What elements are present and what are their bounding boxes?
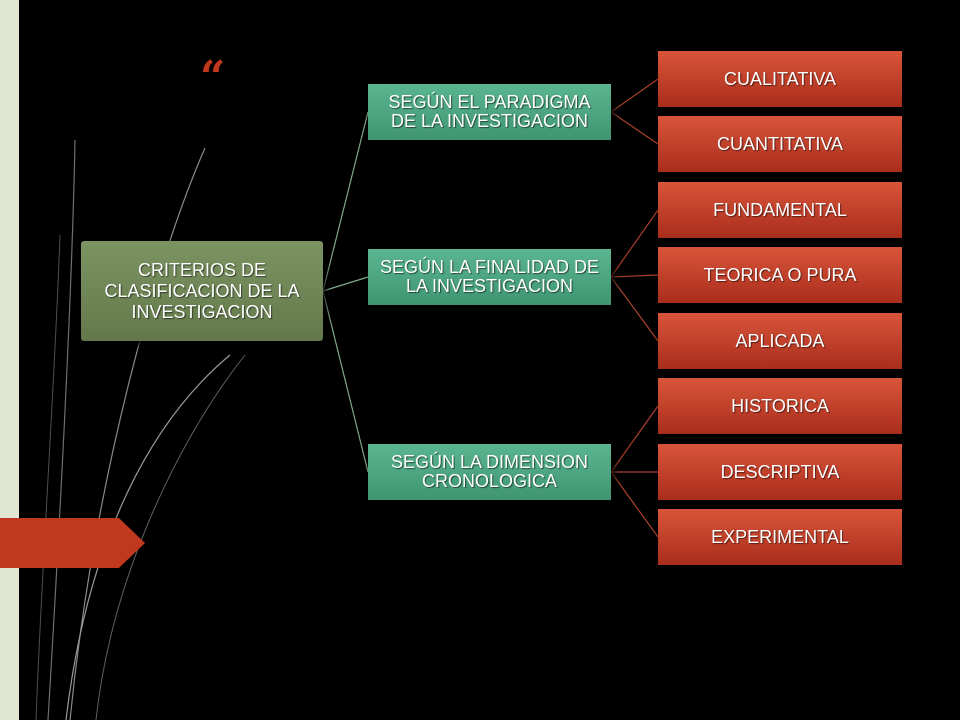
arrow-accent-shape <box>0 518 145 568</box>
root-node-criterios: CRITERIOS DE CLASIFICACION DE LA INVESTI… <box>81 241 323 341</box>
leaf-node-descriptiva: DESCRIPTIVA <box>658 444 902 500</box>
leaf-node-teorica-o-pura: TEORICA O PURA <box>658 247 902 303</box>
connector-root-paradigma <box>322 111 369 292</box>
connector-root-finalidad <box>322 276 369 292</box>
leaf-node-aplicada: APLICADA <box>658 313 902 369</box>
leaf-node-fundamental: FUNDAMENTAL <box>658 182 902 238</box>
leaf-node-cuantitativa: CUANTITATIVA <box>658 116 902 172</box>
category-node-finalidad: SEGÚN LA FINALIDAD DE LA INVESTIGACION <box>368 249 611 305</box>
leaf-node-historica: HISTORICA <box>658 378 902 434</box>
leaf-node-cualitativa: CUALITATIVA <box>658 51 902 107</box>
connector-root-dimension <box>322 290 369 473</box>
category-node-paradigma: SEGÚN EL PARADIGMA DE LA INVESTIGACION <box>368 84 611 140</box>
leaf-node-experimental: EXPERIMENTAL <box>658 509 902 565</box>
open-quote-mark: “ <box>200 52 226 103</box>
category-node-dimension: SEGÚN LA DIMENSION CRONOLOGICA <box>368 444 611 500</box>
